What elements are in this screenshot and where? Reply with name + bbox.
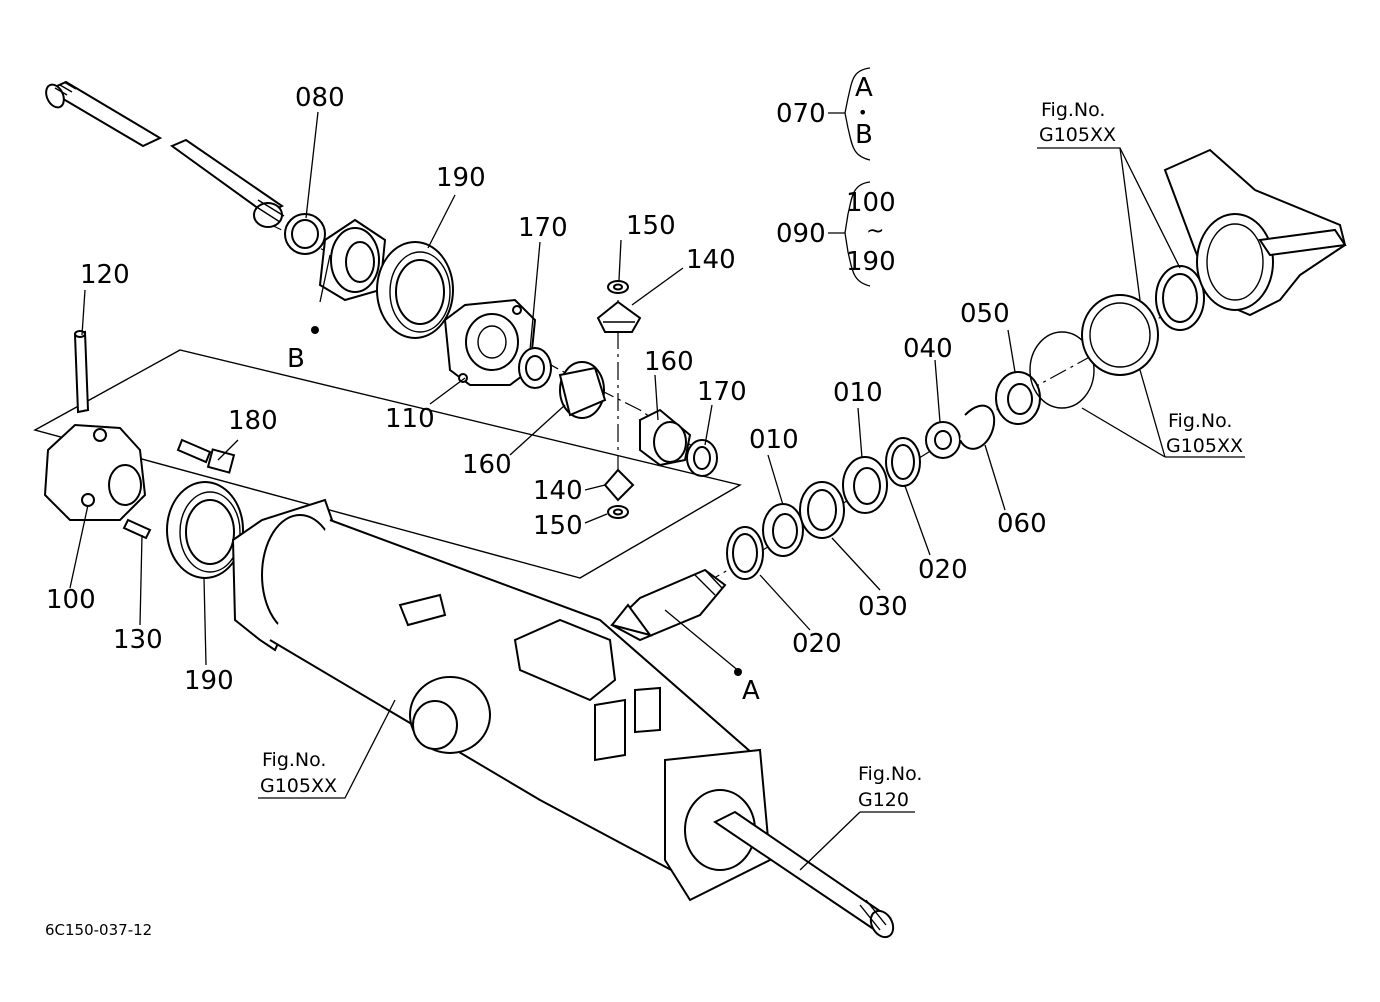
label-160-mid: 160 [462,450,512,480]
part-190-bearing-lower [166,481,244,579]
part-120-pin [73,330,90,414]
figref-top-right-code: G105XX [1039,124,1116,146]
label-020-b: 020 [792,629,842,659]
differential-group-outline [33,349,742,579]
right-sleeve [1081,294,1159,376]
label-020-a: 020 [918,555,968,585]
lower-output-shaft [713,810,895,939]
label-050: 050 [960,299,1010,329]
part-160-gear-left [558,361,607,419]
label-set-070-a: A [855,73,873,103]
label-110: 110 [385,404,435,434]
label-170-mid: 170 [697,377,747,407]
drawing-code: 6C150-037-12 [45,921,152,939]
label-030: 030 [858,592,908,622]
right-o-ring [1029,331,1095,409]
figref-mid-right-code: G105XX [1166,435,1243,457]
figref-top-right-title: Fig.No. [1041,99,1105,121]
label-100: 100 [46,585,96,615]
part-020-ring-lower [726,526,764,580]
part-150-washer-top [607,280,629,294]
figref-bottom-left-code: G105XX [260,775,337,797]
label-190-bot: 190 [184,666,234,696]
part-190-bearing-upper [376,241,454,339]
part-050-bearing [995,371,1041,425]
label-set-070: 070 [776,99,826,129]
leader-lines [69,111,1245,871]
label-120: 120 [80,260,130,290]
part-170-washer-top [518,347,552,389]
label-set-090: 090 [776,219,826,249]
label-set-090-tilde: ~ [866,219,884,244]
part-140-pinion-bottom [603,468,635,502]
part-030-spacer [799,481,845,539]
label-140-bot: 140 [533,476,583,506]
point-b-marker [311,326,319,334]
label-080: 080 [295,83,345,113]
label-point-a: A [742,676,760,706]
label-set-070-b: B [855,120,873,150]
part-160-gear-right [639,408,692,467]
part-140-pinion-top [596,300,642,333]
part-130-pin [122,518,152,540]
label-set-090-to: 190 [846,247,896,277]
part-010-bearing-right [842,456,888,514]
label-180: 180 [228,406,278,436]
pinion-shaft [610,568,727,642]
point-a-marker [734,668,742,676]
part-150-washer-bottom [607,505,629,519]
main-housing [231,498,772,902]
part-040-nut [925,421,961,459]
part-100-cover [43,423,147,521]
label-point-b: B [287,344,305,374]
label-140-top: 140 [686,245,736,275]
label-170-top: 170 [518,213,568,243]
label-150-top: 150 [626,211,676,241]
upper-shaft [45,80,285,228]
upper-bevel-gear [318,218,387,302]
figref-bottom-right-title: Fig.No. [858,763,922,785]
right-housing [1163,148,1347,317]
figref-bottom-left-title: Fig.No. [262,749,326,771]
label-040: 040 [903,334,953,364]
set-090-bracket [828,181,871,287]
label-set-070-dot: • [858,103,867,122]
part-010-bearing-left [762,503,804,557]
label-060: 060 [997,509,1047,539]
label-010-b: 010 [833,378,883,408]
part-080-snap-ring [284,213,326,255]
right-ring [1155,265,1205,331]
part-170-washer-mid [686,439,718,477]
label-160-top: 160 [644,347,694,377]
figref-bottom-right-code: G120 [858,789,909,811]
label-set-090-from: 100 [846,188,896,218]
part-020-ring-upper [885,437,921,487]
part-180-bolt [176,438,236,474]
figref-mid-right-title: Fig.No. [1168,410,1232,432]
part-060-snap-ring [959,404,996,450]
label-010-a: 010 [749,425,799,455]
set-070-bracket [828,67,871,161]
label-130: 130 [113,625,163,655]
label-150-bot: 150 [533,511,583,541]
label-190-top: 190 [436,163,486,193]
